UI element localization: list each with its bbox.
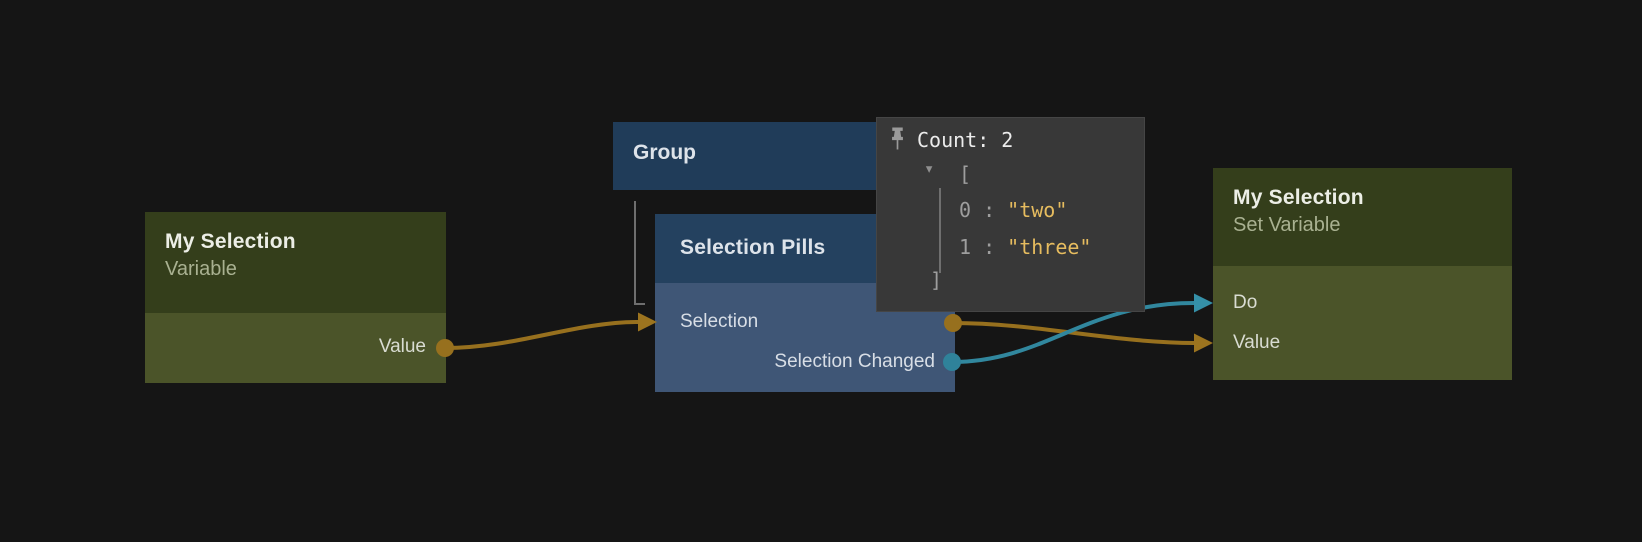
wire-value-to-selection[interactable] xyxy=(443,320,640,350)
node-header: My Selection Set Variable xyxy=(1213,168,1512,266)
node-subtitle: Variable xyxy=(165,258,237,280)
node-header: My Selection Variable xyxy=(145,212,446,313)
array-index: 1 xyxy=(959,235,972,259)
selection-input-label: Selection xyxy=(680,311,759,332)
node-title: My Selection xyxy=(165,230,296,253)
group-child-connector-foot xyxy=(634,303,645,305)
value-output-label: Value xyxy=(378,336,426,357)
node-set-variable[interactable]: My Selection Set Variable Do Value xyxy=(1213,168,1512,380)
node-title: My Selection xyxy=(1233,186,1364,209)
array-separator: : xyxy=(971,235,1008,259)
group-child-connector-line xyxy=(634,201,636,305)
array-value: "three" xyxy=(1007,235,1092,259)
value-inspector-popup[interactable]: Count: 2 ▾ [ 0 : "two" 1 : "three" ] xyxy=(876,117,1145,312)
count-label: Count: 2 xyxy=(917,128,1014,152)
array-separator: : xyxy=(971,198,1008,222)
selection-changed-output-port[interactable] xyxy=(943,353,961,371)
node-group[interactable]: Group xyxy=(613,122,903,190)
array-index: 0 xyxy=(959,198,972,222)
collapse-triangle-icon[interactable]: ▾ xyxy=(924,159,935,179)
value-input-label: Value xyxy=(1233,332,1281,353)
array-entry-row: 0 : "two" xyxy=(959,198,1067,222)
node-variable[interactable]: My Selection Variable Value xyxy=(145,212,446,383)
node-subtitle: Set Variable xyxy=(1233,214,1341,236)
array-close-bracket: ] xyxy=(930,268,943,292)
value-output-port[interactable] xyxy=(436,339,454,357)
node-title: Group xyxy=(633,141,696,164)
array-entry-row: 1 : "three" xyxy=(959,235,1091,259)
array-value: "two" xyxy=(1007,198,1068,222)
pin-icon[interactable] xyxy=(889,127,906,150)
wire-selection-to-value[interactable] xyxy=(951,321,1196,345)
tree-guide-line xyxy=(939,188,941,273)
node-title: Selection Pills xyxy=(680,236,826,259)
arrowhead-value-input xyxy=(1194,333,1213,353)
selection-changed-output-label: Selection Changed xyxy=(774,351,935,372)
do-input-label: Do xyxy=(1233,292,1258,313)
arrowhead-do-input xyxy=(1194,293,1213,313)
selection-output-port[interactable] xyxy=(944,314,962,332)
array-open-bracket: [ xyxy=(959,162,972,186)
